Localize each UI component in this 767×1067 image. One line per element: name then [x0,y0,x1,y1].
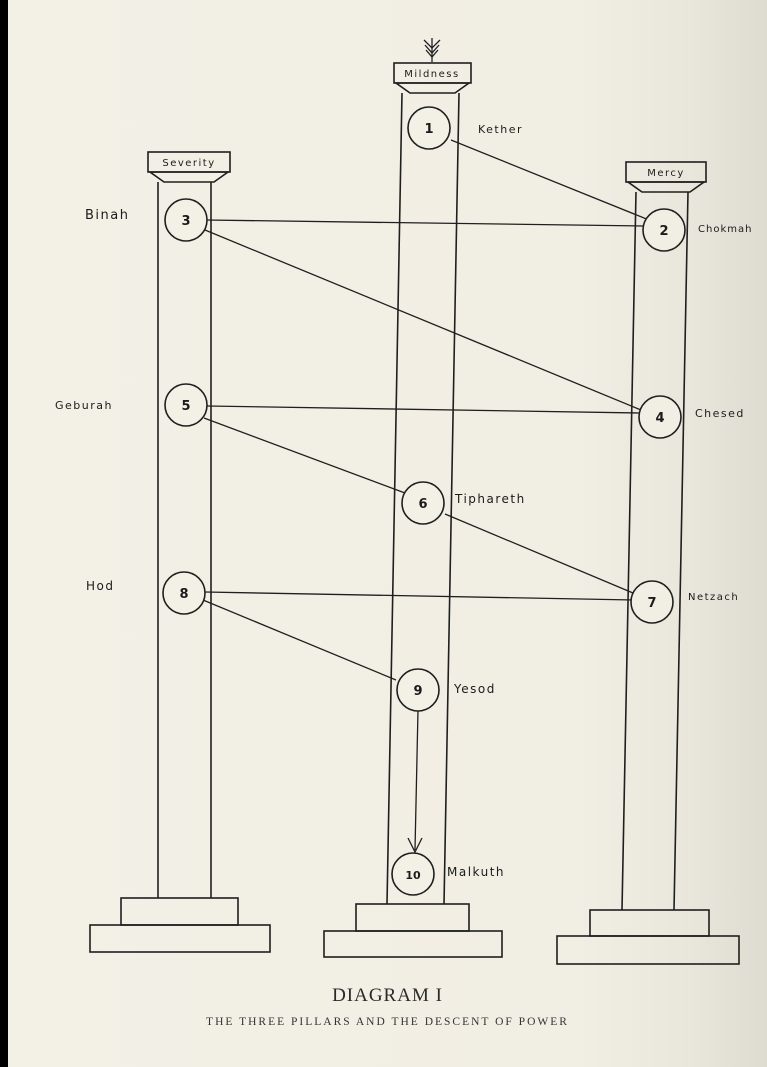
path-1-2 [450,139,650,221]
sephirah-7-number: 7 [647,596,656,611]
sephirah-5-number: 5 [181,399,190,414]
pillar-mildness-base-lower [323,930,503,958]
path-6-7 [444,513,634,594]
sephirah-7-circle [630,580,674,624]
sephirah-6-circle [401,481,445,525]
sephirah-3-name: Binah [85,208,129,223]
sephirah-2-number: 2 [659,224,668,239]
sephirah-1-number: 1 [424,122,433,137]
pillar-severity-label: Severity [162,158,215,169]
path-8-7 [204,591,635,601]
path-5-6 [203,417,406,494]
sephirah-3-number: 3 [181,214,190,229]
sephirah-4-number: 4 [655,411,664,426]
sephirah-8-number: 8 [179,587,188,602]
sephirah-5-circle [164,383,208,427]
diagram-caption-title: DIAGRAM I [332,985,443,1006]
sephirah-9-number: 9 [413,684,422,699]
sephirah-9-circle [396,668,440,712]
sephirah-2-name: Chokmah [698,224,752,235]
pillar-mildness-label: Mildness [404,69,459,80]
sephirah-10-number: 10 [405,869,421,882]
flame-icon [423,38,441,62]
sephirah-1-circle [407,106,451,150]
sephirah-10-circle [391,852,435,896]
path-8-9 [202,599,397,681]
sephirah-1-name: Kether [478,123,523,136]
sephirah-6-name: Tiphareth [454,492,526,506]
pillar-severity-base-lower [89,924,271,953]
pillar-mildness-capital [393,82,472,94]
pillar-severity-base-upper [120,897,239,926]
pillar-mildness [323,62,503,958]
sephirah-8-circle [162,571,206,615]
diagram-page: Severity Mildness Mercy 1 2 3 4 5 6 7 8 … [8,0,767,1067]
three-pillars-diagram: Severity Mildness Mercy 1 2 3 4 5 6 7 8 … [55,38,752,965]
sephirah-7-name: Netzach [688,592,739,603]
pillar-severity-capital [147,171,231,183]
pillar-mildness-base-upper [355,903,470,932]
pillar-mercy-base-upper [589,909,710,937]
pillar-mercy-label: Mercy [647,168,685,179]
path-3-4 [204,229,642,411]
sephirah-9-name: Yesod [453,682,496,696]
descent-arrow-icon [407,837,423,854]
path-5-4 [206,405,640,414]
sephirah-5-name: Geburah [55,399,113,412]
pillar-mercy-base-lower [556,935,740,965]
sephirah-10-name: Malkuth [447,865,505,879]
path-9-10 [414,709,419,851]
sephirah-3-circle [164,198,208,242]
pillar-severity [89,151,271,953]
sephirah-8-name: Hod [86,579,114,593]
sephirah-6-number: 6 [418,497,427,512]
pillar-mercy-capital [625,181,707,193]
sephirah-2-circle [642,208,686,252]
diagram-caption-subtitle: THE THREE PILLARS AND THE DESCENT OF POW… [206,1016,569,1028]
pillar-mercy [556,161,740,965]
path-3-2 [205,219,644,227]
paths [202,139,650,854]
sephirah-4-circle [638,395,682,439]
sephirah-4-name: Chesed [695,407,745,420]
